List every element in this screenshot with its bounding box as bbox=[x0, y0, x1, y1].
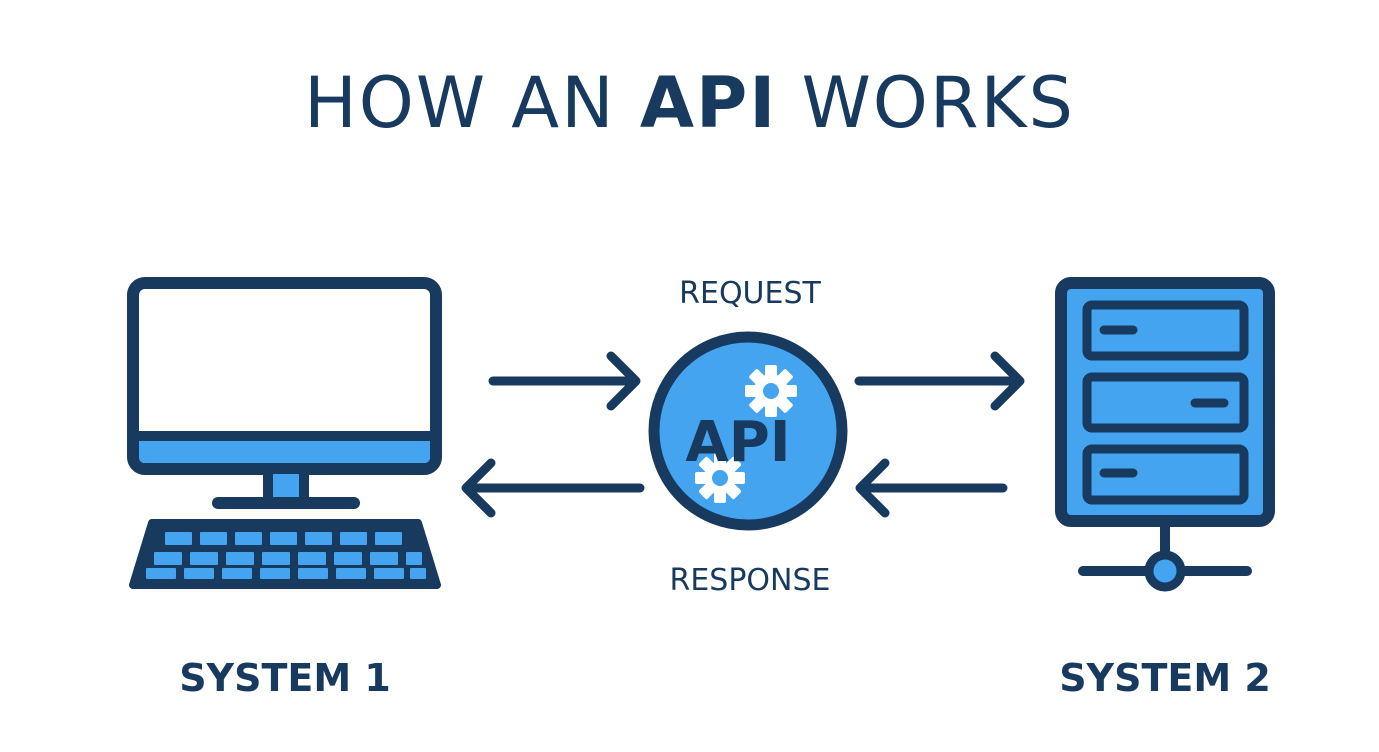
server-rack-icon bbox=[1055, 277, 1275, 592]
network-connector bbox=[1078, 521, 1252, 592]
gear-icon-top bbox=[745, 365, 797, 417]
response-label: RESPONSE bbox=[669, 563, 831, 598]
request-arrow-left bbox=[488, 351, 641, 411]
monitor bbox=[127, 277, 442, 475]
api-hub-label: API bbox=[685, 410, 790, 475]
request-label: REQUEST bbox=[679, 276, 821, 311]
response-arrow-left bbox=[461, 458, 645, 518]
title-part-2: WORKS bbox=[777, 62, 1075, 144]
server-unit-2 bbox=[1082, 372, 1249, 433]
gear-icon-bottom bbox=[695, 453, 745, 503]
monitor-stand bbox=[212, 464, 360, 509]
title-part-1: HOW AN bbox=[304, 62, 640, 144]
api-hub: API bbox=[648, 331, 848, 531]
desktop-computer-icon bbox=[127, 277, 442, 589]
title-emphasis: API bbox=[639, 62, 778, 144]
request-arrow-right bbox=[854, 351, 1025, 411]
system-1-label: SYSTEM 1 bbox=[179, 656, 391, 700]
diagram-title: HOW AN API WORKS bbox=[0, 58, 1379, 148]
keyboard bbox=[129, 519, 441, 589]
response-arrow-right bbox=[855, 458, 1008, 518]
server-unit-3 bbox=[1082, 444, 1249, 505]
server-unit-1 bbox=[1082, 300, 1249, 361]
system-2-label: SYSTEM 2 bbox=[1059, 656, 1271, 700]
